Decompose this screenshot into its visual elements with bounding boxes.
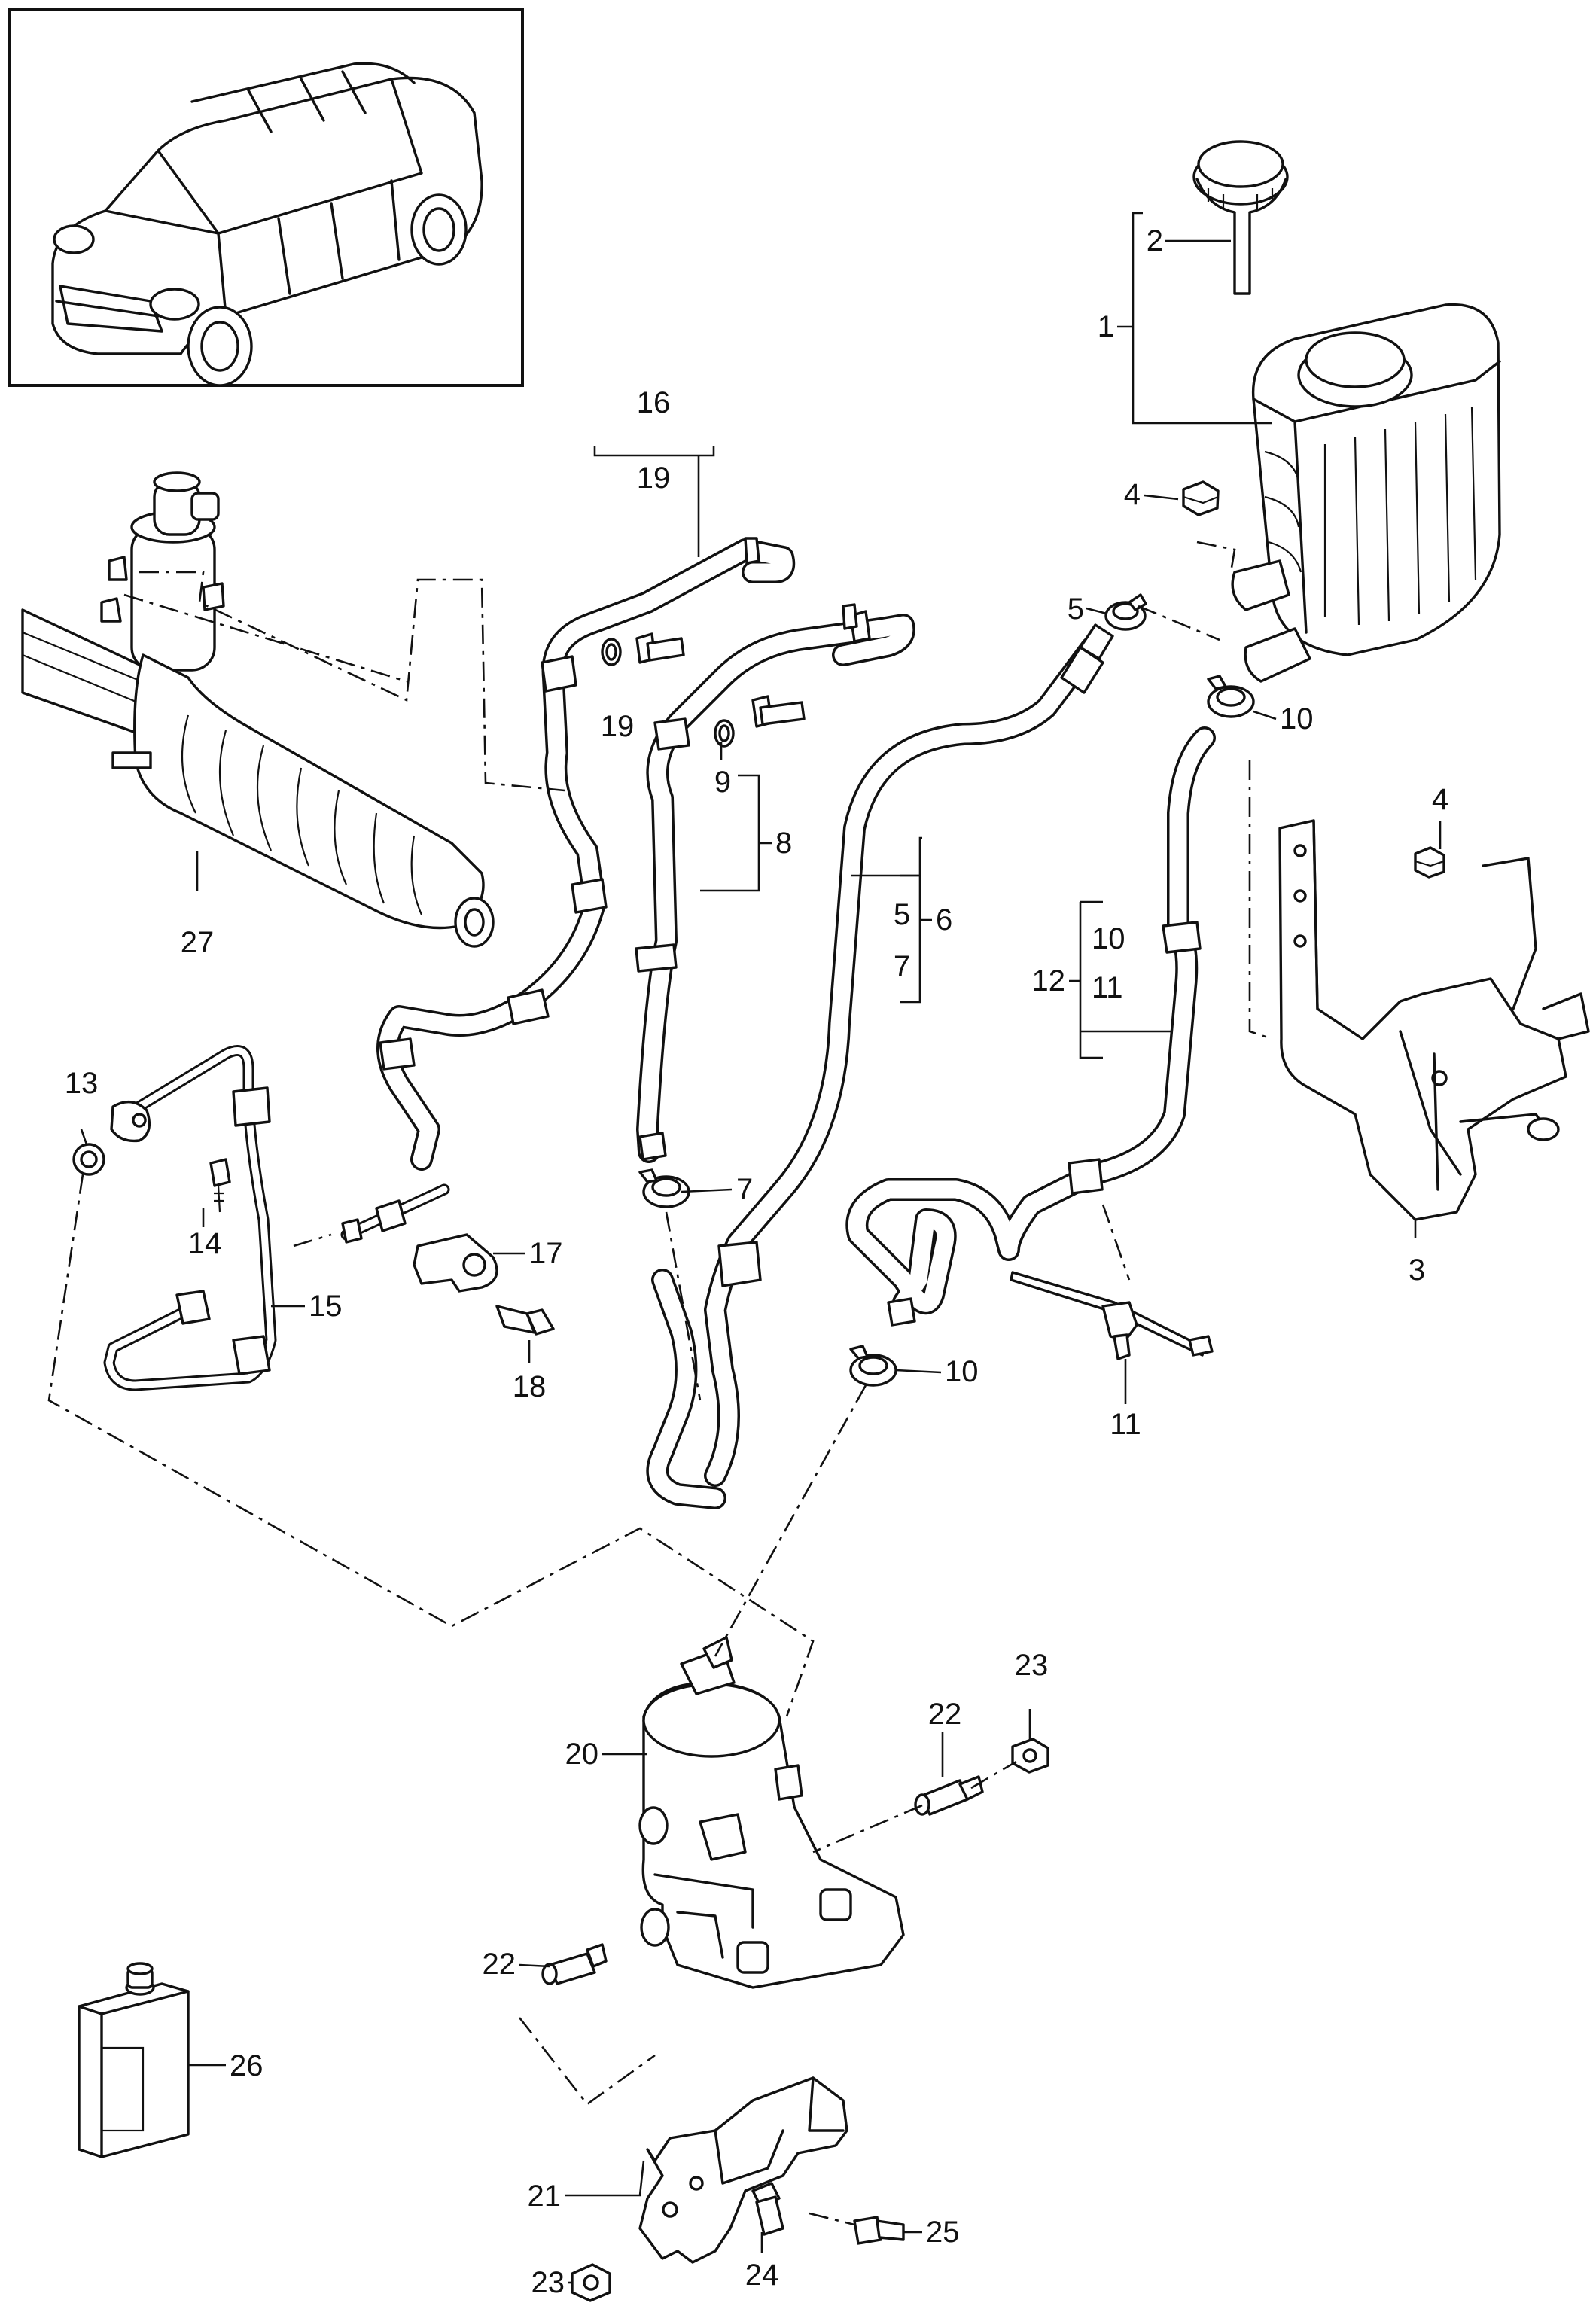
nut-upper bbox=[1182, 480, 1220, 516]
callout-23-upper: 23 bbox=[1015, 1649, 1049, 1682]
callout-15: 15 bbox=[309, 1290, 343, 1323]
fluid-container bbox=[78, 1962, 190, 2158]
callout-11: 11 bbox=[1110, 1408, 1141, 1441]
reservoir-tank bbox=[1231, 303, 1501, 683]
callout-4-upper: 4 bbox=[1124, 478, 1141, 511]
hose-clamp-7 bbox=[638, 1168, 690, 1208]
callout-21: 21 bbox=[528, 2179, 562, 2213]
callout-10-lower: 10 bbox=[945, 1355, 979, 1388]
callout-4-bracket: 4 bbox=[1432, 783, 1448, 816]
power-steering-pump bbox=[638, 1636, 905, 1989]
callout-14: 14 bbox=[188, 1227, 222, 1260]
assembly-lines bbox=[47, 541, 1273, 2226]
callout-7: 7 bbox=[736, 1173, 753, 1206]
pump-bracket bbox=[638, 2076, 848, 2264]
o-ring-19 bbox=[601, 638, 622, 666]
callout-6: 6 bbox=[936, 903, 952, 937]
callout-5-group: 5 bbox=[894, 898, 910, 931]
callout-16: 16 bbox=[637, 386, 671, 419]
bolt-18 bbox=[495, 1305, 555, 1336]
callout-19-lower: 19 bbox=[601, 710, 635, 743]
callout-1: 1 bbox=[1098, 310, 1114, 343]
banjo-bolt-14 bbox=[209, 1158, 231, 1213]
callout-3: 3 bbox=[1409, 1253, 1425, 1287]
callout-24: 24 bbox=[745, 2259, 779, 2292]
pressure-hose-8 bbox=[635, 610, 915, 1509]
callout-26: 26 bbox=[230, 2049, 263, 2082]
callout-12: 12 bbox=[1032, 964, 1066, 998]
bolt-25 bbox=[853, 2216, 905, 2245]
callout-7-group: 7 bbox=[894, 950, 910, 983]
suction-hose bbox=[845, 726, 1216, 1327]
vehicle-thumbnail bbox=[8, 8, 524, 387]
callout-22-upper: 22 bbox=[928, 1698, 962, 1731]
callout-5-upper: 5 bbox=[1068, 592, 1084, 626]
cable-tie bbox=[1010, 1271, 1214, 1360]
callout-20: 20 bbox=[565, 1738, 599, 1771]
callout-labels: 2 1 4 5 10 4 3 16 19 19 9 8 5 7 6 10 11 … bbox=[65, 224, 1448, 2299]
pipe-connector bbox=[340, 1183, 450, 1244]
reservoir-assembly bbox=[1192, 140, 1501, 683]
o-ring-9 bbox=[714, 719, 735, 748]
bolt-24 bbox=[751, 2182, 784, 2236]
callout-18: 18 bbox=[513, 1370, 547, 1403]
sensor-22-upper bbox=[914, 1775, 984, 1816]
bracket bbox=[1278, 819, 1590, 1221]
pressure-pipe bbox=[103, 1045, 277, 1391]
callout-13: 13 bbox=[65, 1067, 99, 1100]
callout-9: 9 bbox=[714, 766, 731, 799]
callout-17: 17 bbox=[529, 1237, 563, 1270]
reservoir-cap bbox=[1192, 140, 1289, 295]
steering-rack bbox=[21, 471, 495, 948]
callout-10-group: 10 bbox=[1092, 922, 1125, 955]
pressure-hose-16 bbox=[376, 537, 858, 1171]
nut-bracket bbox=[1414, 846, 1445, 879]
seal-ring-13 bbox=[72, 1143, 105, 1176]
nut-23-lower bbox=[571, 2263, 611, 2302]
hose-clamp-5 bbox=[1104, 593, 1147, 631]
callout-25: 25 bbox=[926, 2216, 960, 2249]
pipe-clip bbox=[413, 1233, 498, 1293]
return-hose bbox=[704, 623, 1114, 1487]
callout-22-lower: 22 bbox=[483, 1948, 516, 1981]
hose-clamp-10-lower bbox=[849, 1345, 897, 1387]
nut-23-upper bbox=[1011, 1738, 1049, 1774]
callout-19-upper: 19 bbox=[637, 461, 671, 495]
callout-27: 27 bbox=[181, 926, 215, 959]
sensor-22-lower bbox=[541, 1943, 608, 1985]
callout-10-upper: 10 bbox=[1280, 702, 1314, 736]
callout-2: 2 bbox=[1147, 224, 1163, 257]
hose-clamp-10-upper bbox=[1207, 675, 1255, 718]
leader-lines bbox=[80, 212, 1442, 2284]
callout-11-group: 11 bbox=[1092, 971, 1123, 1004]
callout-23-lower: 23 bbox=[531, 2266, 565, 2299]
callout-8: 8 bbox=[775, 827, 792, 860]
